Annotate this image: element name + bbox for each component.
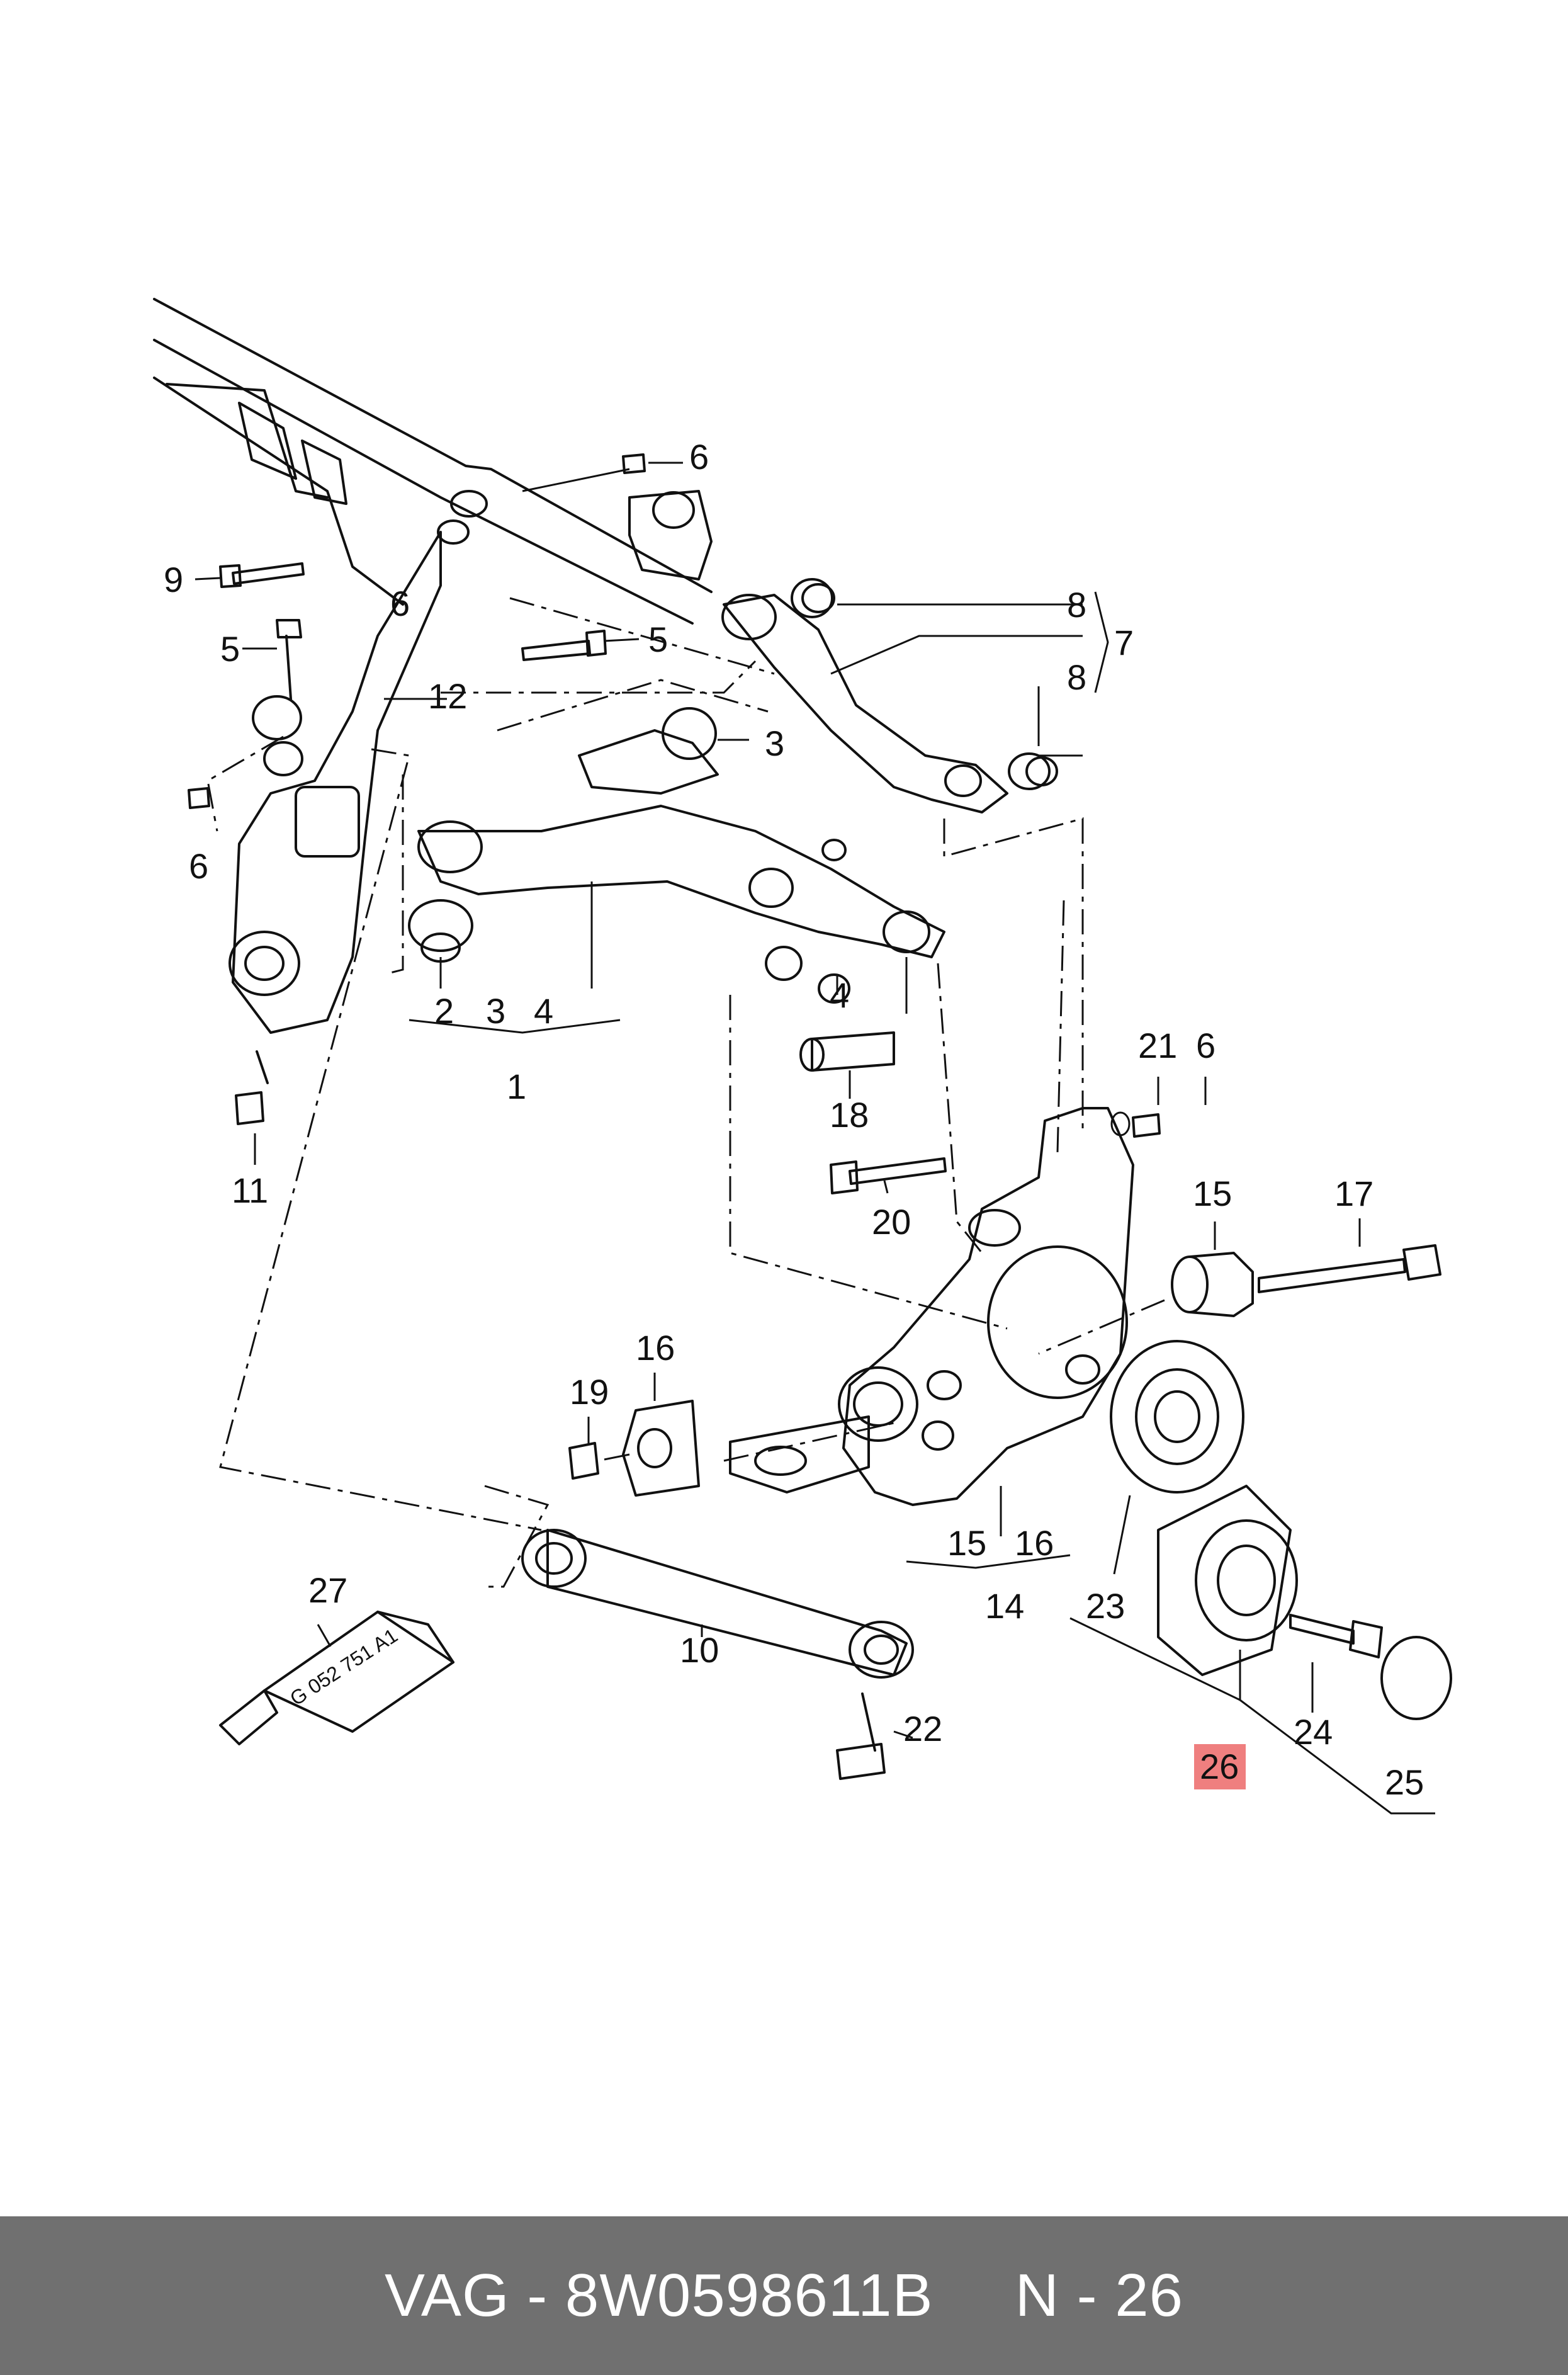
- callout-25: 25: [1385, 1762, 1424, 1802]
- callout-11: 11: [232, 1170, 268, 1210]
- callout-18: 18: [830, 1095, 869, 1135]
- leader-lines: [195, 462, 1435, 1815]
- callout-3b: 3: [765, 723, 784, 763]
- callout-27: 27: [308, 1570, 347, 1610]
- carrier-bushing: [568, 1400, 700, 1497]
- callout-16a: 16: [1015, 1523, 1054, 1563]
- callout-6d: 6: [1196, 1026, 1215, 1065]
- callout-2: 2: [434, 991, 454, 1031]
- callout-23: 23: [1086, 1586, 1125, 1626]
- callout-5b: 5: [648, 620, 668, 659]
- lower-wishbone: [417, 729, 945, 958]
- bush-and-bolt: [1171, 1244, 1441, 1317]
- assembly-lines: [206, 597, 1165, 1588]
- callout-19: 19: [570, 1372, 609, 1412]
- callout-1: 1: [507, 1067, 526, 1106]
- subframe: [153, 298, 713, 625]
- part-number-label: VAG - 8W0598611B: [385, 2262, 933, 2329]
- callout-3a: 3: [486, 991, 505, 1031]
- callout-16b: 16: [636, 1328, 675, 1368]
- upper-control-arm: [721, 578, 1051, 813]
- callout-6b: 6: [390, 584, 410, 623]
- callout-7: 7: [1114, 623, 1134, 662]
- position-label: N - 26: [1015, 2262, 1183, 2329]
- callout-22: 22: [903, 1709, 942, 1749]
- target-part-highlight: [1194, 1744, 1246, 1789]
- callout-15b: 15: [1193, 1174, 1232, 1213]
- footer-bar: VAG - 8W0598611B N - 26: [0, 2216, 1568, 2375]
- callout-5a: 5: [220, 629, 240, 669]
- callout-8b: 8: [1067, 657, 1086, 697]
- callout-6a: 6: [689, 437, 709, 477]
- callout-10: 10: [680, 1630, 719, 1670]
- callout-20: 20: [872, 1202, 911, 1242]
- callout-26: 26: [1200, 1747, 1239, 1786]
- callout-14: 14: [985, 1586, 1024, 1626]
- bushings: [408, 583, 1058, 1072]
- callout-4a: 4: [534, 991, 553, 1031]
- grease-tube: G 052 751 A1: [219, 1611, 454, 1745]
- callout-17: 17: [1334, 1174, 1373, 1213]
- wheel-carrier: [729, 1107, 1134, 1506]
- callout-21: 21: [1138, 1026, 1177, 1065]
- callout-6c: 6: [189, 846, 208, 886]
- exploded-parts-diagram: G 052 751 A1: [153, 298, 1452, 1815]
- trailing-arm-mount: [228, 531, 442, 1034]
- callout-15a: 15: [947, 1523, 986, 1563]
- lower-link-arm: [521, 1529, 914, 1679]
- callouts: 1 2 3 3 4 4 5 5 6 6 6 6 7 8 8 9 10 11 12…: [164, 437, 1424, 1802]
- callout-4b: 4: [830, 975, 849, 1015]
- callout-24: 24: [1294, 1712, 1333, 1752]
- wheel-hub-assembly: [1110, 1340, 1452, 1720]
- fasteners: [188, 453, 1161, 1780]
- callout-8a: 8: [1067, 585, 1086, 625]
- callout-9: 9: [164, 560, 183, 599]
- callout-12: 12: [428, 676, 467, 716]
